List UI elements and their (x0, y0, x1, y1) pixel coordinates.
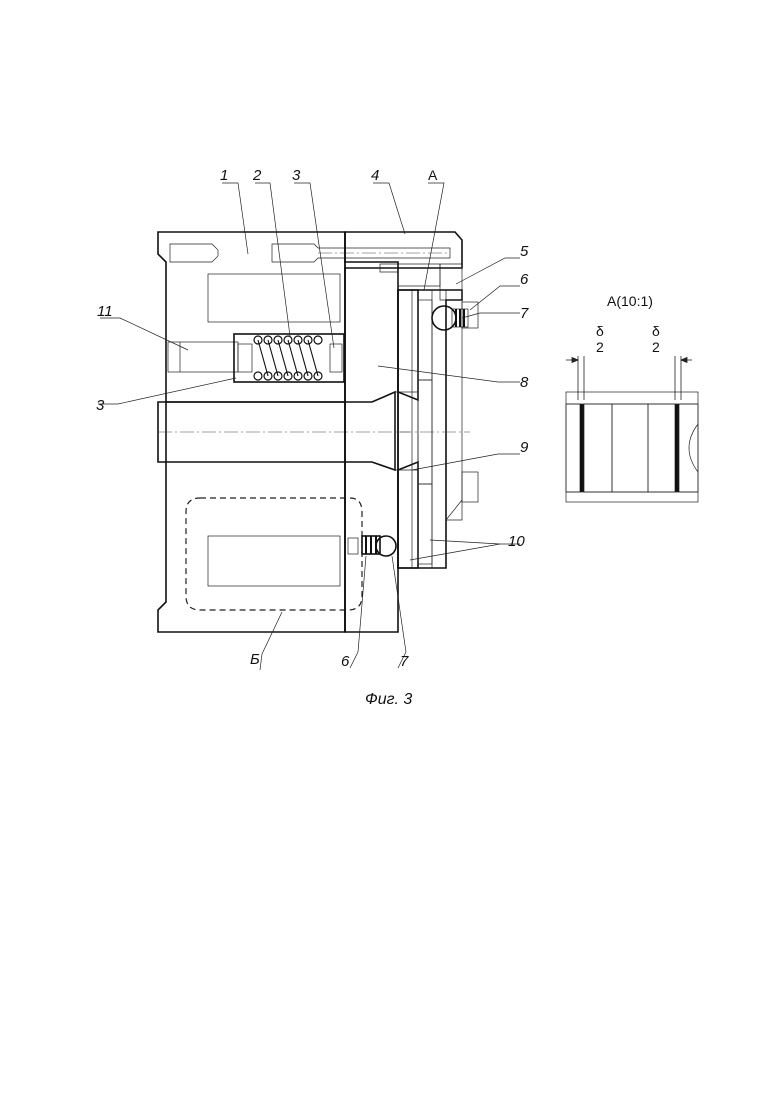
callout-7-top: 7 (520, 305, 529, 322)
coil-upper (208, 274, 340, 322)
callout-5: 5 (520, 243, 529, 260)
detail-delta-right: δ (652, 323, 660, 339)
detail-value-right: 2 (652, 339, 660, 355)
callout-1: 1 (220, 167, 228, 184)
ball-detent-bottom (348, 536, 396, 556)
callout-8: 8 (520, 374, 529, 391)
callout-labels: 1 2 3 4 А 5 6 7 11 3 8 9 10 Б 6 7 (96, 167, 529, 670)
callout-4: 4 (371, 167, 379, 184)
detail-value-left: 2 (596, 339, 604, 355)
callout-A: А (428, 167, 438, 183)
center-bore (158, 392, 410, 470)
callout-3-left: 3 (96, 397, 105, 414)
callout-3-top: 3 (292, 167, 301, 184)
flux-path-dashed (186, 498, 362, 610)
detail-title: А(10:1) (607, 293, 653, 309)
detail-view-A: А(10:1) δ 2 δ 2 (566, 293, 698, 502)
cover-plate-4 (345, 232, 462, 286)
dimension-markers (566, 356, 692, 400)
callout-6-bottom: 6 (341, 653, 350, 670)
spring-assembly (168, 334, 344, 382)
callout-B: Б (250, 651, 260, 668)
callout-7-bottom: 7 (400, 653, 409, 670)
callout-11: 11 (97, 303, 113, 320)
callout-9: 9 (520, 439, 529, 456)
coil-lower (208, 536, 340, 586)
callout-10: 10 (508, 533, 525, 550)
spring-coils (254, 336, 322, 380)
leader-lines (98, 183, 520, 670)
main-section-view: 1 2 3 4 А 5 6 7 11 3 8 9 10 Б 6 7 Фиг. 3 (96, 167, 529, 708)
figure-caption: Фиг. 3 (365, 691, 412, 708)
armature-block-8 (345, 268, 398, 632)
friction-disc-stack (395, 290, 470, 568)
callout-2: 2 (252, 167, 262, 184)
detail-delta-left: δ (596, 323, 604, 339)
callout-6-top: 6 (520, 271, 529, 288)
bolt-holes-top (170, 244, 450, 262)
